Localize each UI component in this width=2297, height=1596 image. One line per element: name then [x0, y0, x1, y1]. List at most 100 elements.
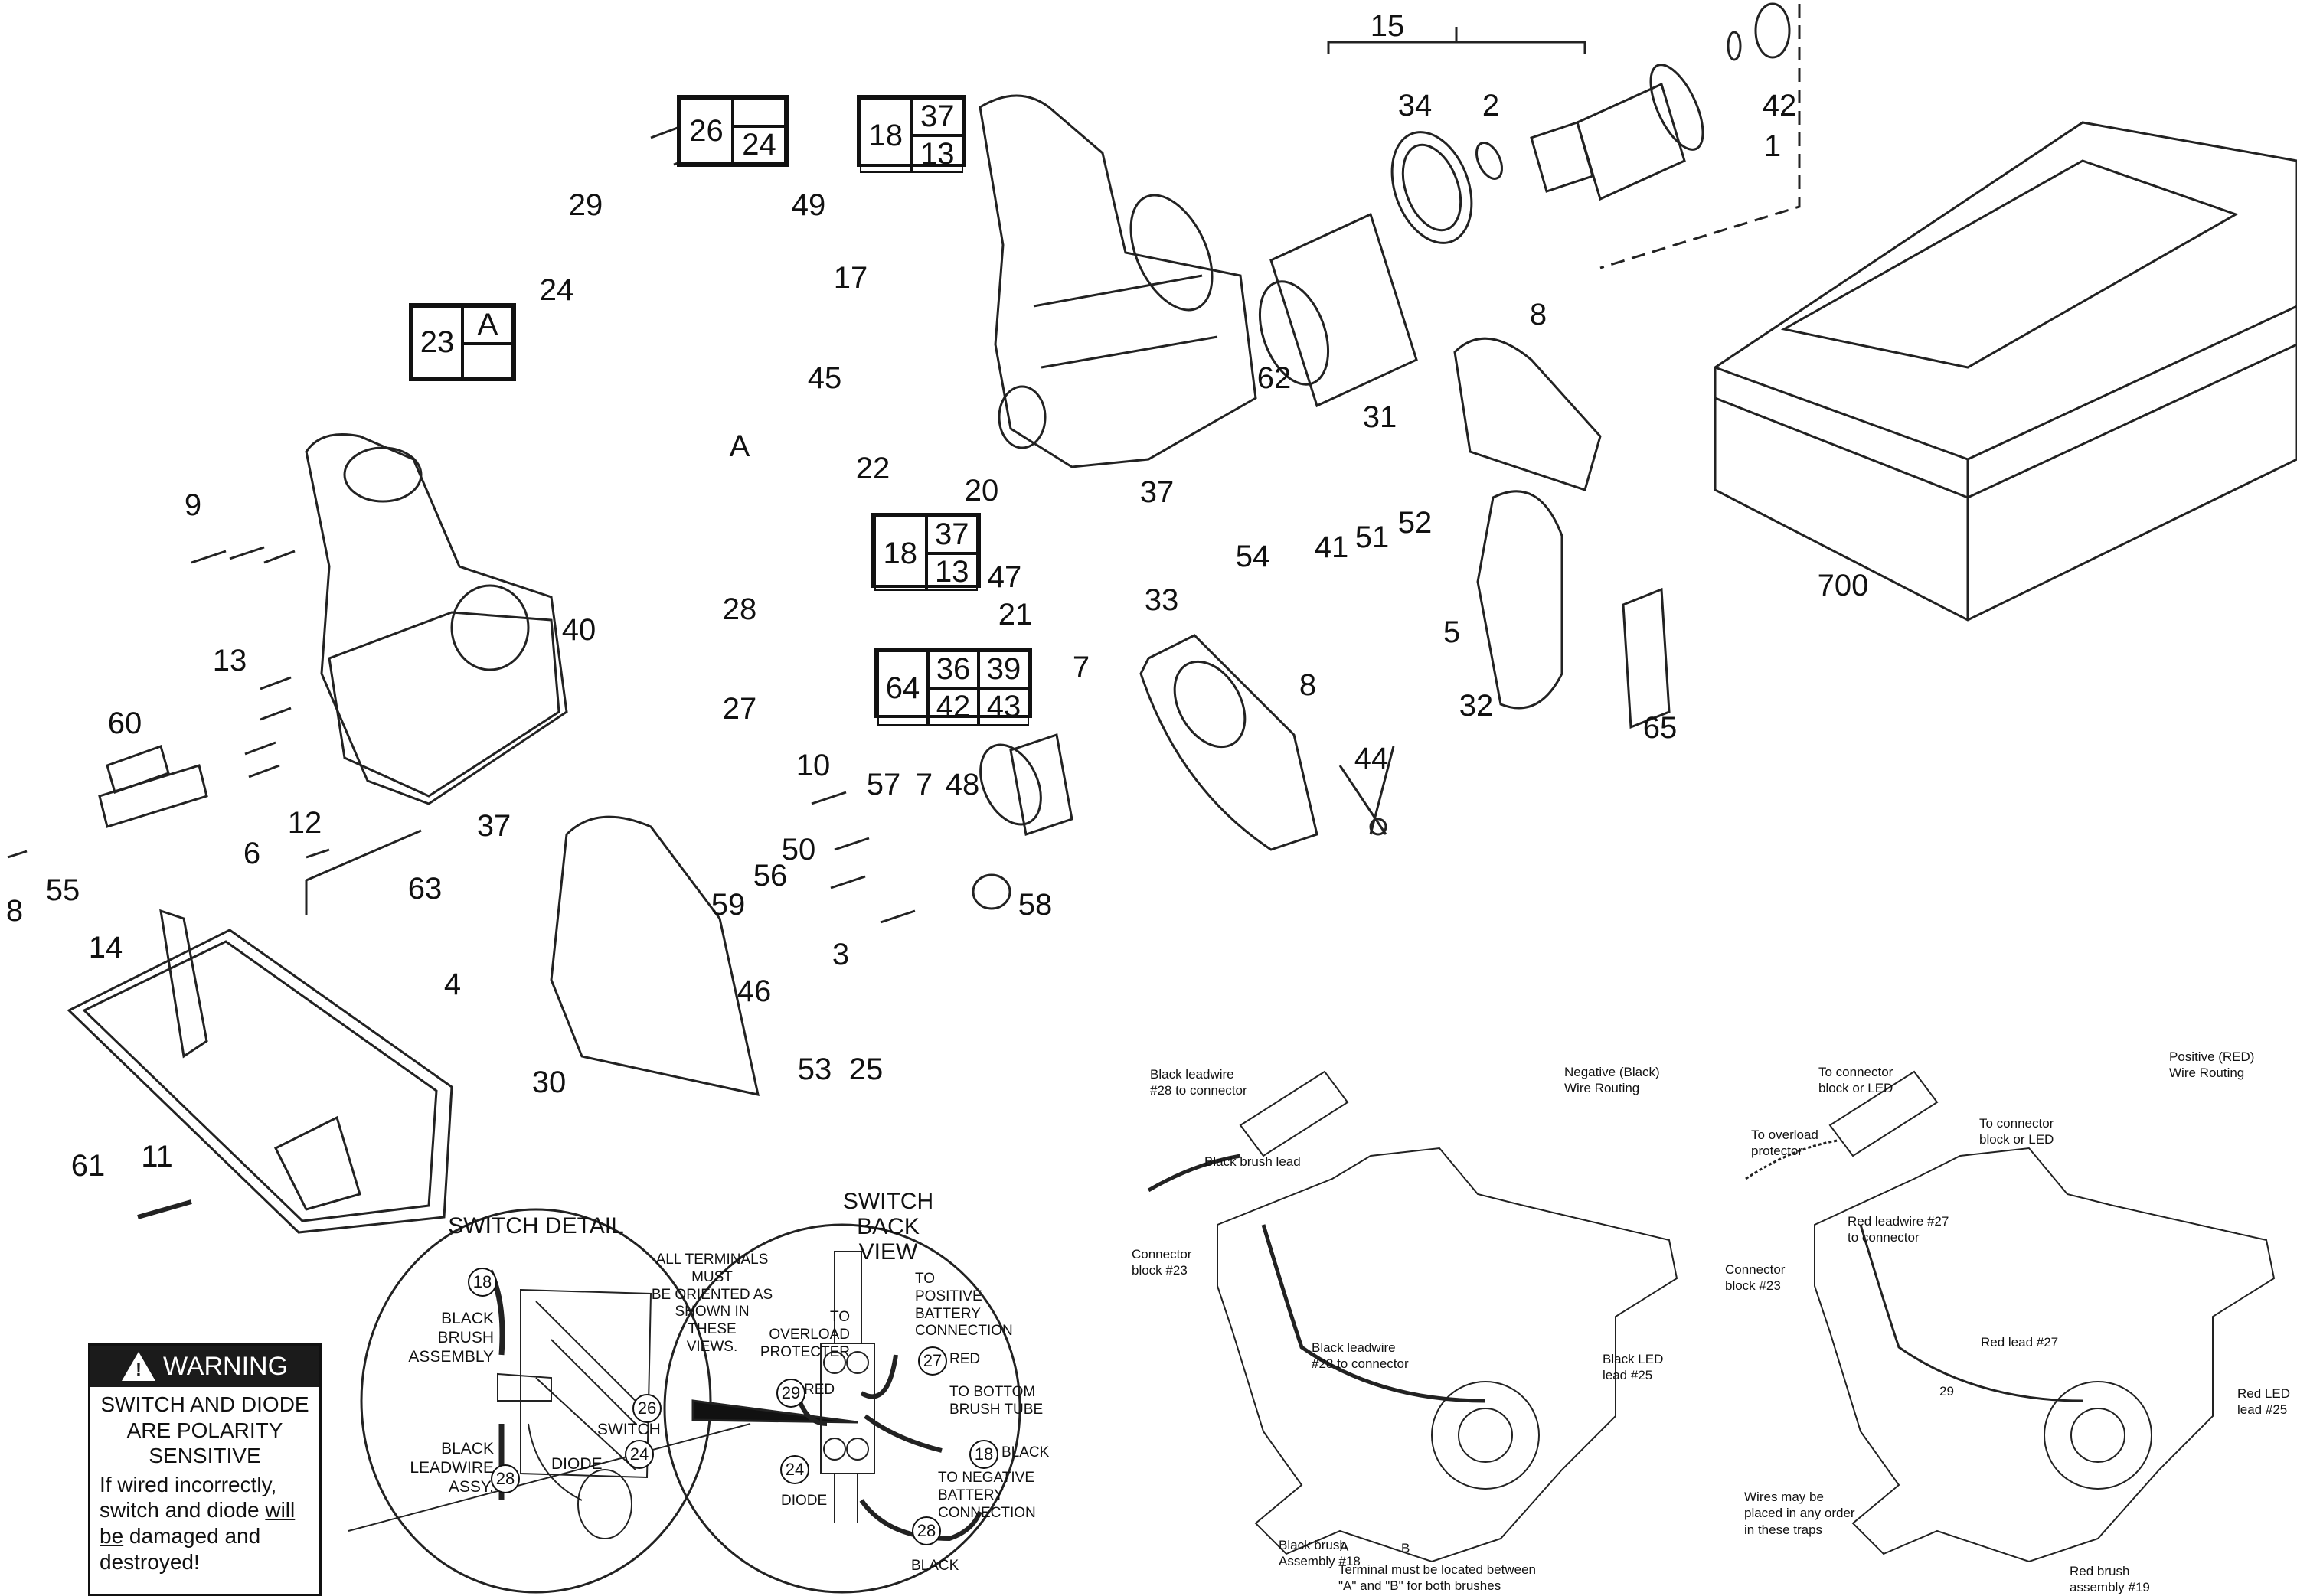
warning-emphasis: will [265, 1498, 296, 1523]
armature-drawing [1258, 2, 1801, 408]
part-label-25: 25 [848, 1053, 884, 1086]
callout-24: 24 [625, 1440, 654, 1469]
black-led-lead-label: Black LED lead #25 [1603, 1352, 1664, 1383]
part-label-28: 28 [722, 592, 757, 626]
part-label-57: 57 [866, 768, 901, 801]
part-label-8c: 8 [5, 894, 24, 928]
positive-routing-drawing [1745, 1070, 2276, 1563]
switch-detail-title: SWITCH DETAIL [448, 1213, 624, 1239]
black-brush-lead-label: Black brush lead [1204, 1154, 1301, 1169]
part-label-24: 24 [539, 273, 574, 307]
part-label-44: 44 [1354, 742, 1389, 775]
part-label-14: 14 [88, 931, 123, 964]
warning-text: switch and diode [100, 1498, 266, 1523]
negative-routing-title: Negative (Black) Wire Routing [1564, 1065, 1660, 1096]
callout-27: 27 [918, 1346, 947, 1376]
part-label-10: 10 [796, 749, 831, 782]
kit-box-main: 18 [860, 98, 912, 173]
part-label-37b: 37 [476, 809, 511, 843]
part-label-51: 51 [1354, 521, 1390, 554]
part-label-41: 41 [1314, 530, 1349, 564]
part-label-6: 6 [243, 837, 261, 870]
black-18-label: BLACK [1001, 1444, 1050, 1461]
part-label-32: 32 [1459, 689, 1494, 723]
to-overload-label: TO OVERLOAD PROTECTER [760, 1309, 850, 1360]
kit-box-23: 23 A [409, 303, 516, 381]
kit-box-cell: 42 [928, 688, 979, 726]
warning-title: WARNING [162, 1351, 289, 1381]
kit-box-main: 23 [412, 306, 462, 378]
black-brush-assembly-label: Black brush Assembly #18 [1279, 1538, 1361, 1569]
part-label-62: 62 [1256, 361, 1292, 395]
switch-back-view-circle [663, 1223, 1021, 1594]
gearbox-drawing [972, 733, 1073, 910]
point-b-label: B [1401, 1541, 1410, 1555]
black-leadwire-mid-label: Black leadwire #28 to connector [1312, 1340, 1409, 1372]
part-label-5: 5 [1443, 615, 1461, 649]
part-label-29: 29 [568, 188, 603, 222]
kit-box-cell: 13 [911, 135, 963, 173]
part-label-9: 9 [184, 488, 202, 522]
part-label-22: 22 [855, 452, 890, 485]
kit-box-cell: 43 [979, 688, 1029, 726]
kit-box-18-top: 18 37 13 [857, 95, 966, 173]
part-label-4: 4 [443, 968, 462, 1001]
part-label-47: 47 [987, 560, 1022, 594]
part-label-46: 46 [737, 974, 772, 1008]
warning-text: damaged and [123, 1523, 261, 1548]
part-label-48: 48 [945, 768, 980, 801]
part-label-13: 13 [212, 644, 247, 677]
part-label-52: 52 [1397, 506, 1433, 540]
callout-18: 18 [468, 1268, 497, 1297]
connector-block-label: Connector block #23 [1132, 1247, 1192, 1278]
to-bottom-brush-label: TO BOTTOM BRUSH TUBE [949, 1384, 1044, 1418]
kit-box-cell: 37 [926, 516, 978, 553]
kit-box-cell: 13 [926, 553, 978, 591]
to-overload-protector-label: To overload protector [1751, 1128, 1818, 1159]
kit-box-cell [462, 344, 513, 378]
red-leadwire-label: Red leadwire #27 to connector [1848, 1214, 1949, 1245]
switch-detail-drawing [348, 1269, 751, 1539]
warning-body-line: be damaged and [100, 1523, 319, 1549]
part-label-11: 11 [141, 1140, 173, 1173]
warning-triangle-icon: ! [121, 1352, 155, 1381]
part-label-27: 27 [722, 692, 757, 726]
kit-box-cell: A [462, 306, 513, 344]
warning-body-line: If wired incorrectly, [100, 1472, 277, 1496]
switch-detail-switch: SWITCH [597, 1421, 661, 1438]
red-29-label: RED [804, 1382, 835, 1398]
part-label-17: 17 [833, 261, 868, 295]
to-positive-label: TO POSITIVE BATTERY CONNECTION [915, 1271, 1013, 1340]
part-label-53: 53 [797, 1053, 832, 1086]
part-label-33: 33 [1144, 583, 1179, 617]
part-label-31: 31 [1362, 400, 1397, 434]
part-label-7a: 7 [1072, 651, 1090, 684]
part-label-20: 20 [964, 474, 999, 508]
handle-housing-drawing [305, 433, 568, 805]
red-27-label: RED [949, 1351, 981, 1367]
warning-box: ! WARNING SWITCH AND DIODE ARE POLARITY … [88, 1343, 322, 1596]
kit-box-18-mid: 18 37 13 [871, 513, 981, 591]
terminals-note: ALL TERMINALS MUST BE ORIENTED AS SHOWN … [651, 1252, 773, 1355]
point-a-label: A [1340, 1539, 1349, 1554]
motor-housing-drawing [979, 94, 1257, 468]
part-label-60: 60 [107, 707, 142, 740]
part-label-56: 56 [753, 859, 788, 893]
warning-body-line: destroyed! [100, 1549, 200, 1574]
detail-connector-wedge [691, 1399, 858, 1424]
kit-box-cell: 24 [733, 126, 786, 164]
kit-box-main: 26 [680, 98, 733, 164]
switch-back-view-title: SWITCH BACK VIEW [842, 1189, 934, 1265]
terminal-note: Terminal must be located between "A" and… [1338, 1562, 1536, 1594]
diode-label: DIODE [781, 1493, 828, 1509]
carrying-case-drawing [1714, 121, 2297, 622]
part-label-50: 50 [781, 833, 816, 867]
base-plate-drawing [67, 909, 453, 1234]
part-label-30: 30 [531, 1066, 567, 1099]
callout-24b: 24 [780, 1455, 809, 1484]
part-label-A: A [729, 429, 750, 463]
part-label-63: 63 [407, 872, 443, 906]
switch-back-view-drawing [794, 1251, 982, 1542]
kit-box-26: 26 24 [677, 95, 789, 167]
